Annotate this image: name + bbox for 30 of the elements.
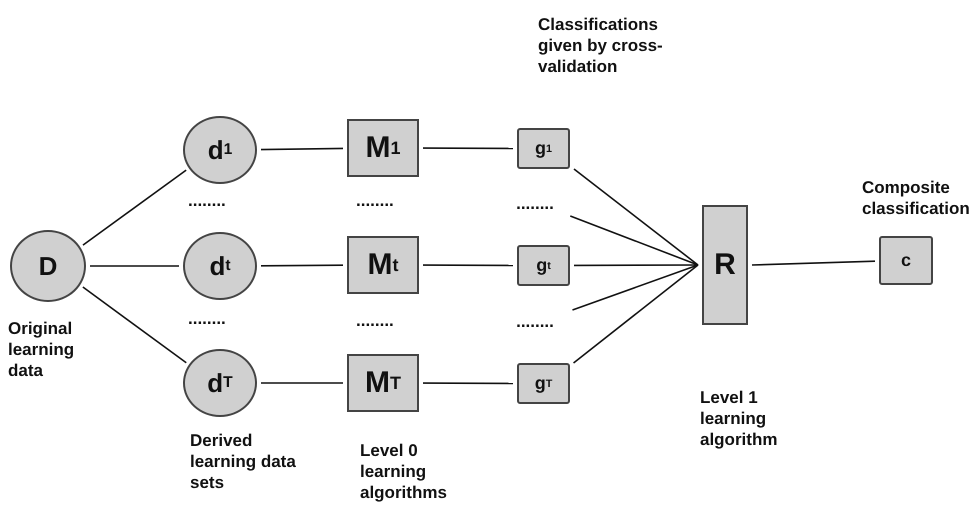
connector-line — [570, 215, 698, 266]
connector-line — [423, 264, 513, 266]
connector-line — [574, 264, 698, 266]
caption-text: Derived learning data sets — [190, 430, 297, 493]
caption-text: Level 1 learning algorithm — [700, 387, 778, 450]
ellipsis: ........ — [500, 310, 570, 334]
caption-text: Original learning data — [8, 318, 76, 381]
connector-line — [260, 148, 344, 150]
caption-text: Level 0 learning algorithms — [360, 440, 448, 503]
connector-line — [82, 286, 187, 364]
classification-box: c — [879, 236, 933, 285]
connector-line — [261, 382, 343, 384]
combiner-box: R — [702, 205, 748, 325]
ellipsis: ........ — [188, 190, 227, 211]
connector-line — [423, 382, 513, 384]
ellipsis: ........ — [356, 310, 395, 331]
connector-line — [573, 264, 698, 364]
ellipsis: ........ — [188, 308, 227, 329]
connector-line — [82, 169, 187, 246]
ellipsis: ........ — [500, 192, 570, 216]
caption-text: Composite classification — [862, 177, 967, 219]
connector-line — [90, 265, 179, 267]
connector-line — [572, 264, 698, 311]
data-circle: D — [10, 230, 86, 302]
caption-text: Classifications given by cross-validation — [538, 14, 664, 77]
ellipsis: ........ — [356, 190, 395, 211]
connector-line — [752, 260, 876, 266]
connector-line — [423, 147, 513, 150]
connector-line — [261, 264, 343, 267]
connector-line — [574, 168, 698, 266]
